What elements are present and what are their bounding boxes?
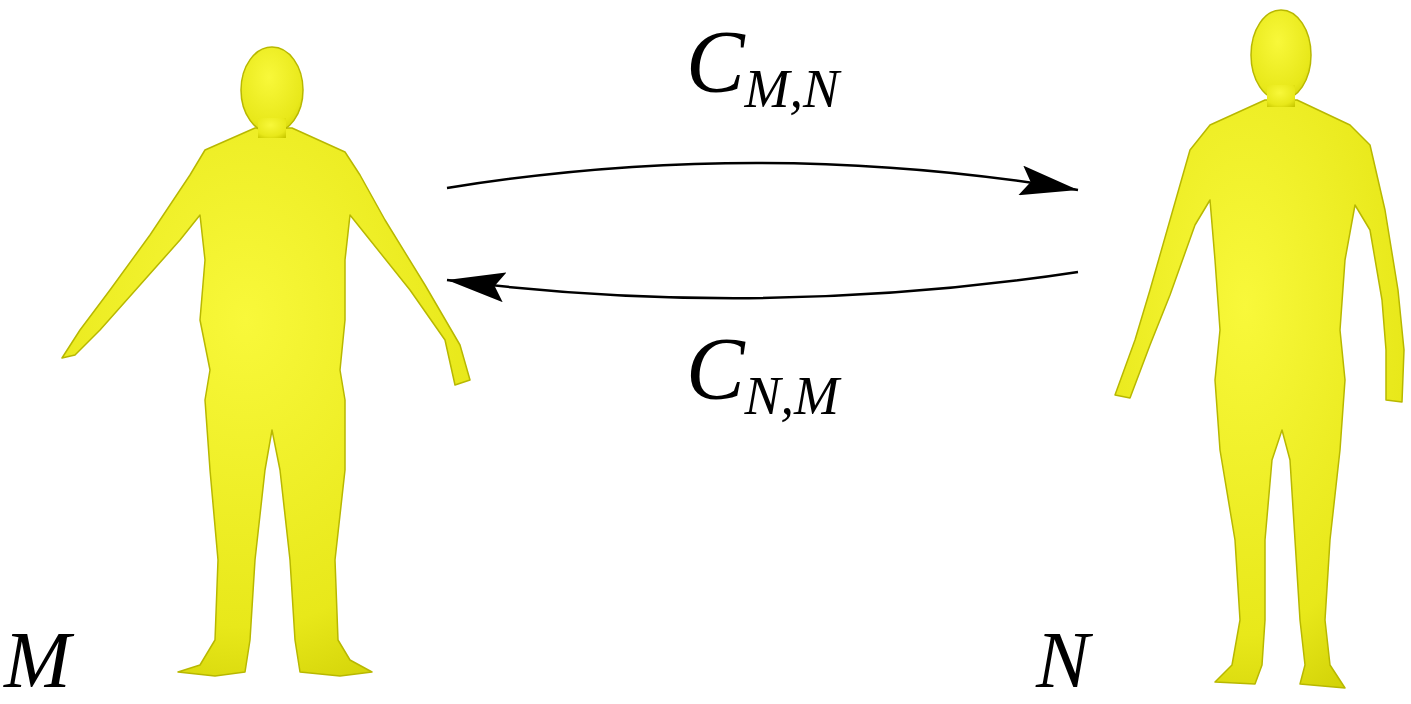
shape-name: M xyxy=(4,620,71,700)
shape-name: N xyxy=(1036,620,1089,700)
map-label: CN,M xyxy=(686,316,839,429)
body-shape: M xyxy=(0,40,445,700)
body-shape: N xyxy=(1080,5,1411,700)
map-arrow xyxy=(447,163,1078,190)
map-arrow xyxy=(447,272,1078,298)
body-m xyxy=(62,47,470,676)
body-n xyxy=(1115,10,1404,688)
map-label: CM,N xyxy=(686,9,839,122)
